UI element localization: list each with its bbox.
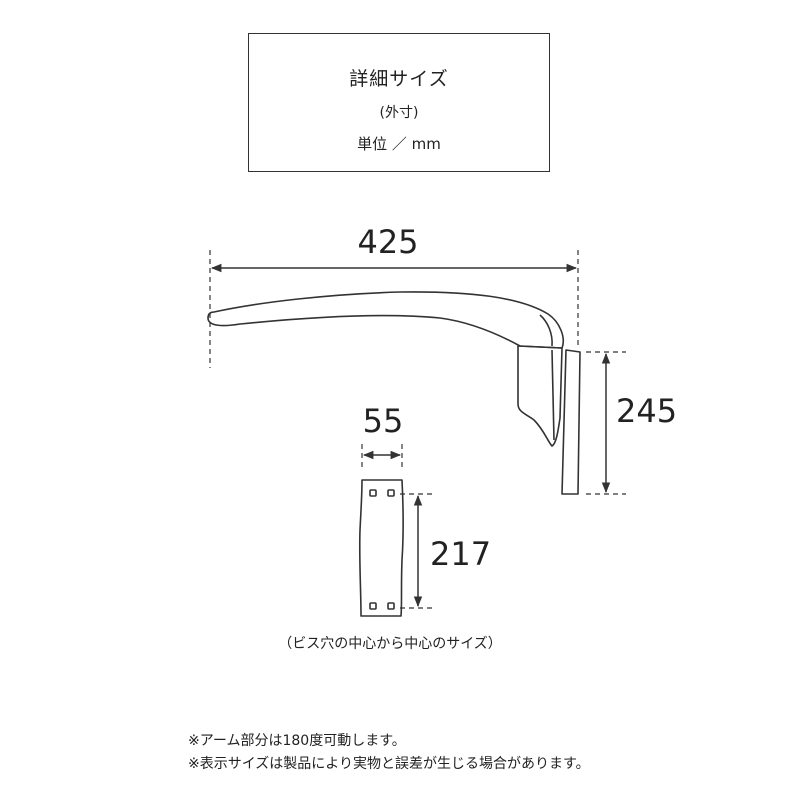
- note-tolerance: ※表示サイズは製品により実物と誤差が生じる場合があります。: [188, 756, 590, 772]
- spec-subtitle: (外寸): [379, 105, 419, 121]
- spec-unit: 単位 ／ mm: [357, 135, 441, 153]
- mount-plate-front: [358, 479, 404, 617]
- arm-body: [207, 291, 564, 349]
- dim-width-55: 55: [361, 402, 404, 470]
- hole-caption: （ビス穴の中心から中心のサイズ）: [278, 636, 502, 652]
- screw-hole-top-left: [369, 489, 377, 497]
- screw-hole-bottom-right: [387, 602, 395, 610]
- bracket-body: [517, 345, 563, 447]
- spec-box: 詳細サイズ (外寸) 単位 ／ mm: [248, 33, 550, 172]
- label-425: 425: [357, 223, 418, 261]
- bracket-detail: [551, 349, 555, 441]
- dim-spacing-217: 217: [400, 493, 491, 609]
- note-rotation: ※アーム部分は180度可動します。: [188, 733, 406, 749]
- arm-detail: [539, 314, 553, 347]
- screw-hole-top-right: [387, 489, 395, 497]
- plate-outline: [358, 479, 404, 617]
- mount-plate-side: [561, 349, 581, 495]
- label-245: 245: [616, 392, 677, 430]
- notes: ※アーム部分は180度可動します。 ※表示サイズは製品により実物と誤差が生じる場…: [188, 730, 590, 776]
- label-217: 217: [430, 535, 491, 573]
- dim-height-245: 245: [586, 351, 677, 495]
- dim-length-425: 425: [209, 223, 579, 368]
- arm-outline: [207, 291, 581, 495]
- label-55: 55: [363, 402, 404, 440]
- spec-title: 詳細サイズ: [349, 68, 449, 90]
- screw-hole-bottom-left: [369, 602, 377, 610]
